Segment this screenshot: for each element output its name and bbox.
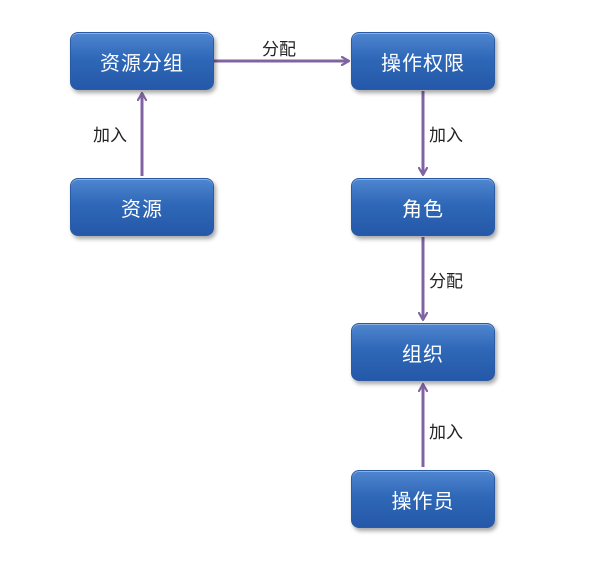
node-operator: 操作员 bbox=[351, 470, 495, 528]
node-operation-permission: 操作权限 bbox=[351, 32, 495, 90]
edge-label-resource-to-group: 加入 bbox=[93, 126, 127, 146]
edge-label-role-to-organization: 分配 bbox=[429, 272, 463, 292]
node-resource: 资源 bbox=[70, 178, 214, 236]
edge-label-group-to-permission: 分配 bbox=[262, 40, 296, 60]
node-organization: 组织 bbox=[351, 323, 495, 381]
node-resource-group: 资源分组 bbox=[70, 32, 214, 90]
edge-label-permission-to-role: 加入 bbox=[429, 126, 463, 146]
node-role: 角色 bbox=[351, 178, 495, 236]
edge-label-operator-to-organization: 加入 bbox=[429, 423, 463, 443]
